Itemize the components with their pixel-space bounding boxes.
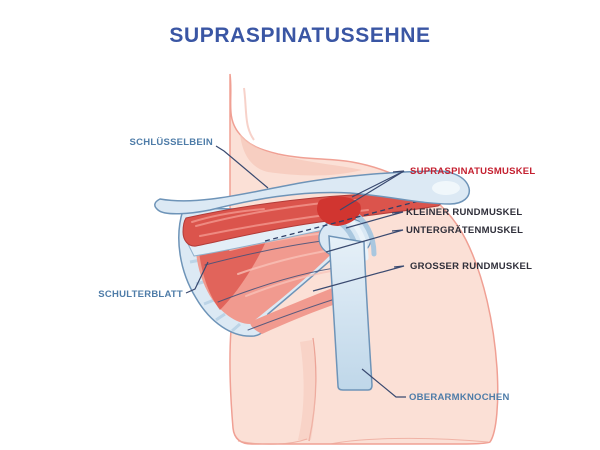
label-schluesselbein: SCHLÜSSELBEIN (129, 137, 213, 148)
label-untergraetenmuskel: UNTERGRÄTENMUSKEL (406, 225, 524, 236)
leader-scapula (185, 261, 209, 294)
leader-clavicle (215, 145, 269, 189)
clavicle-bone (154, 170, 471, 215)
label-kleiner-rundmuskel: KLEINER RUNDMUSKEL (406, 207, 523, 218)
acromion-highlight (432, 181, 460, 195)
humerus-shaft (328, 235, 373, 391)
leader-teres-major (312, 265, 405, 292)
page-title: SUPRASPINATUSSEHNE (169, 24, 431, 47)
leader-lines (185, 145, 406, 398)
trapezius-shading (240, 134, 362, 176)
label-oberarmknochen: OBERARMKNOCHEN (409, 392, 510, 403)
label-schulterblatt: SCHULTERBLATT (98, 289, 183, 300)
armpit-crease (308, 337, 317, 442)
leader-infraspinatus (325, 229, 404, 253)
tendon-dashed-line (264, 196, 435, 242)
leader-teres-minor (345, 211, 404, 229)
label-grosser-rundmuskel: GROSSER RUNDMUSKEL (410, 261, 533, 272)
teres-major-band (250, 282, 354, 334)
leader-supraspinatus-b (339, 170, 405, 211)
label-supraspinatusmuskel: SUPRASPINATUSMUSKEL (410, 166, 536, 177)
leader-humerus (361, 368, 406, 398)
